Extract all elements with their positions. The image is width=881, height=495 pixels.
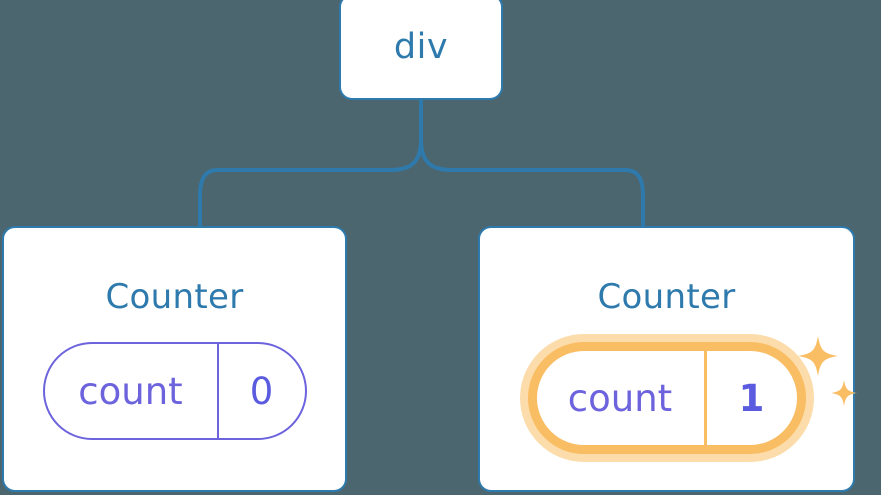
node-div-label: div	[393, 26, 449, 67]
state-key-right: count	[567, 376, 673, 420]
state-pill-left[interactable]: count 0	[42, 342, 307, 440]
sparkle-small-icon	[830, 380, 857, 406]
node-counter-right[interactable]: Counter count 1	[478, 226, 857, 492]
node-counter-left-title: Counter	[105, 277, 244, 317]
state-pill-right[interactable]: count 1	[527, 342, 806, 454]
node-div[interactable]: div	[339, 0, 503, 100]
state-key-left: count	[78, 369, 183, 413]
state-pill-wrap-left: count 0	[42, 342, 307, 440]
state-pill-wrap-right: count 1	[527, 336, 857, 454]
connector-to-right-counter	[419, 138, 645, 228]
connector-to-left-counter	[198, 138, 423, 228]
state-value-right: 1	[703, 351, 797, 445]
node-counter-right-title: Counter	[597, 277, 736, 317]
node-counter-left[interactable]: Counter count 0	[2, 226, 347, 492]
state-value-left: 0	[216, 344, 305, 438]
sparkle-large-icon	[797, 336, 838, 376]
